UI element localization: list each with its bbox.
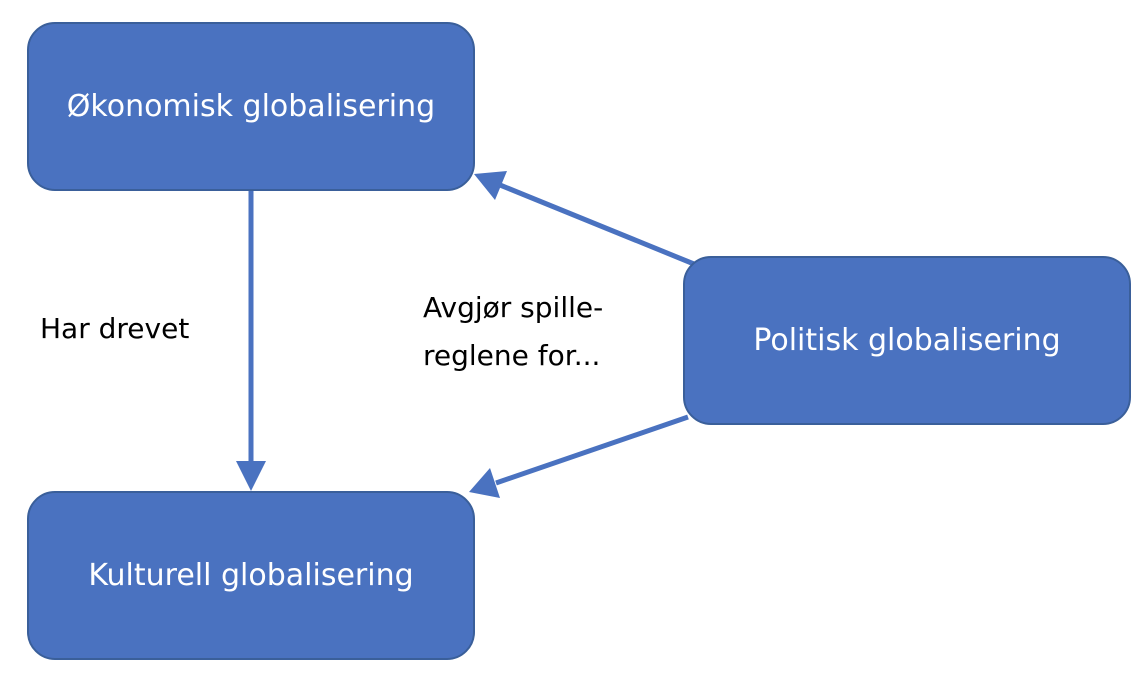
- arrow-politisk-to-kulturell-head: [469, 468, 500, 498]
- arrow-politisk-to-kulturell-line: [495, 414, 689, 486]
- node-politisk-globalisering: Politisk globalisering: [683, 256, 1131, 425]
- node-okonomisk-globalisering: Økonomisk globalisering: [27, 22, 475, 191]
- edge-label-avgjor-line-1: Avgjør spille-: [423, 291, 604, 324]
- node-politisk-label: Politisk globalisering: [753, 323, 1061, 358]
- arrow-okonomisk-to-kulturell-head: [236, 461, 266, 491]
- node-okonomisk-label: Økonomisk globalisering: [66, 89, 436, 124]
- edge-label-har-drevet: Har drevet: [40, 312, 190, 345]
- arrow-politisk-to-okonomisk-head: [474, 171, 507, 200]
- edge-label-avgjor-line-2: reglene for...: [423, 339, 601, 372]
- arrow-politisk-to-okonomisk-line: [499, 182, 695, 267]
- edge-label-avgjor-spilleregler: Avgjør spille- reglene for...: [423, 284, 603, 380]
- node-kulturell-globalisering: Kulturell globalisering: [27, 491, 475, 660]
- node-kulturell-label: Kulturell globalisering: [88, 558, 414, 593]
